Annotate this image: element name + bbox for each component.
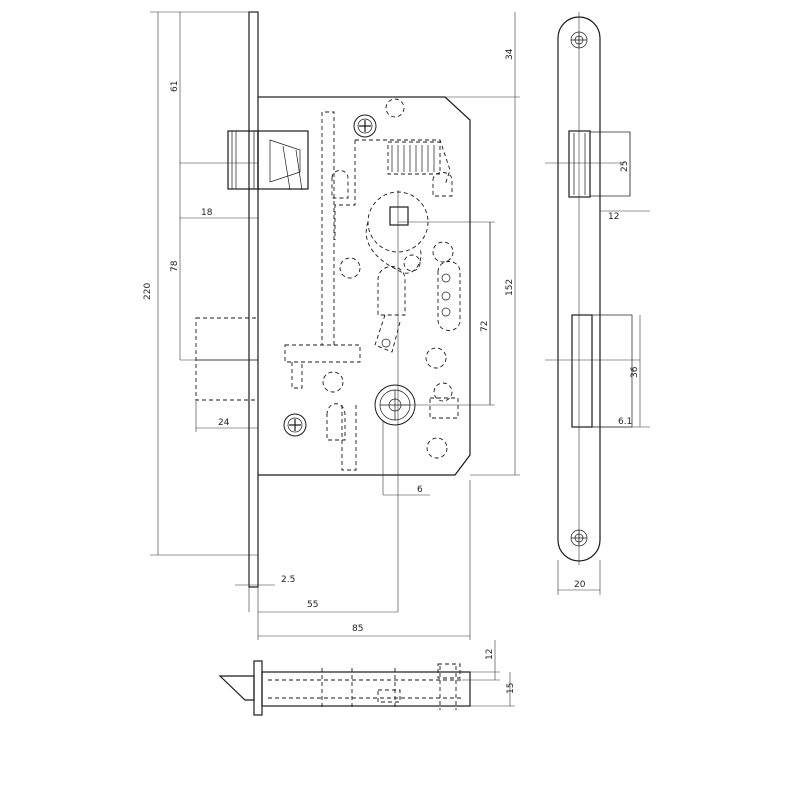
screw-bottom <box>283 413 307 437</box>
faceplate <box>248 11 259 588</box>
dim-55: 55 <box>307 600 318 610</box>
strike-plate <box>557 16 633 562</box>
dimension-lines-strike <box>557 132 650 595</box>
dim-6: 6 <box>417 485 423 495</box>
dimension-lines-side <box>462 640 515 707</box>
dim-strike-20: 20 <box>574 580 586 590</box>
dim-152: 152 <box>505 279 515 296</box>
dim-61: 61 <box>170 81 180 92</box>
follower-square-hole <box>389 206 409 226</box>
dim-220: 220 <box>143 283 153 300</box>
dim-strike-12: 12 <box>608 212 619 222</box>
internal-mechanism <box>284 98 461 471</box>
dim-34: 34 <box>505 48 515 60</box>
screw-top <box>353 114 377 138</box>
dim-18: 18 <box>201 208 213 218</box>
centre-lines <box>180 162 495 612</box>
lock-side-view <box>218 660 471 716</box>
strike-centre-lines <box>545 12 640 565</box>
dim-side-15: 15 <box>506 683 516 694</box>
dim-72: 72 <box>480 321 490 332</box>
dim-85: 85 <box>352 624 363 634</box>
dim-78: 78 <box>170 260 180 272</box>
dim-24: 24 <box>218 418 230 428</box>
dim-side-12: 12 <box>485 649 495 660</box>
dim-strike-6-1: 6.1 <box>618 417 632 427</box>
latch-bolt <box>227 130 309 191</box>
dim-strike-36: 36 <box>630 366 640 378</box>
dimension-lines-main <box>150 11 520 640</box>
dim-2-5: 2.5 <box>281 575 295 585</box>
dim-strike-25: 25 <box>620 161 630 172</box>
